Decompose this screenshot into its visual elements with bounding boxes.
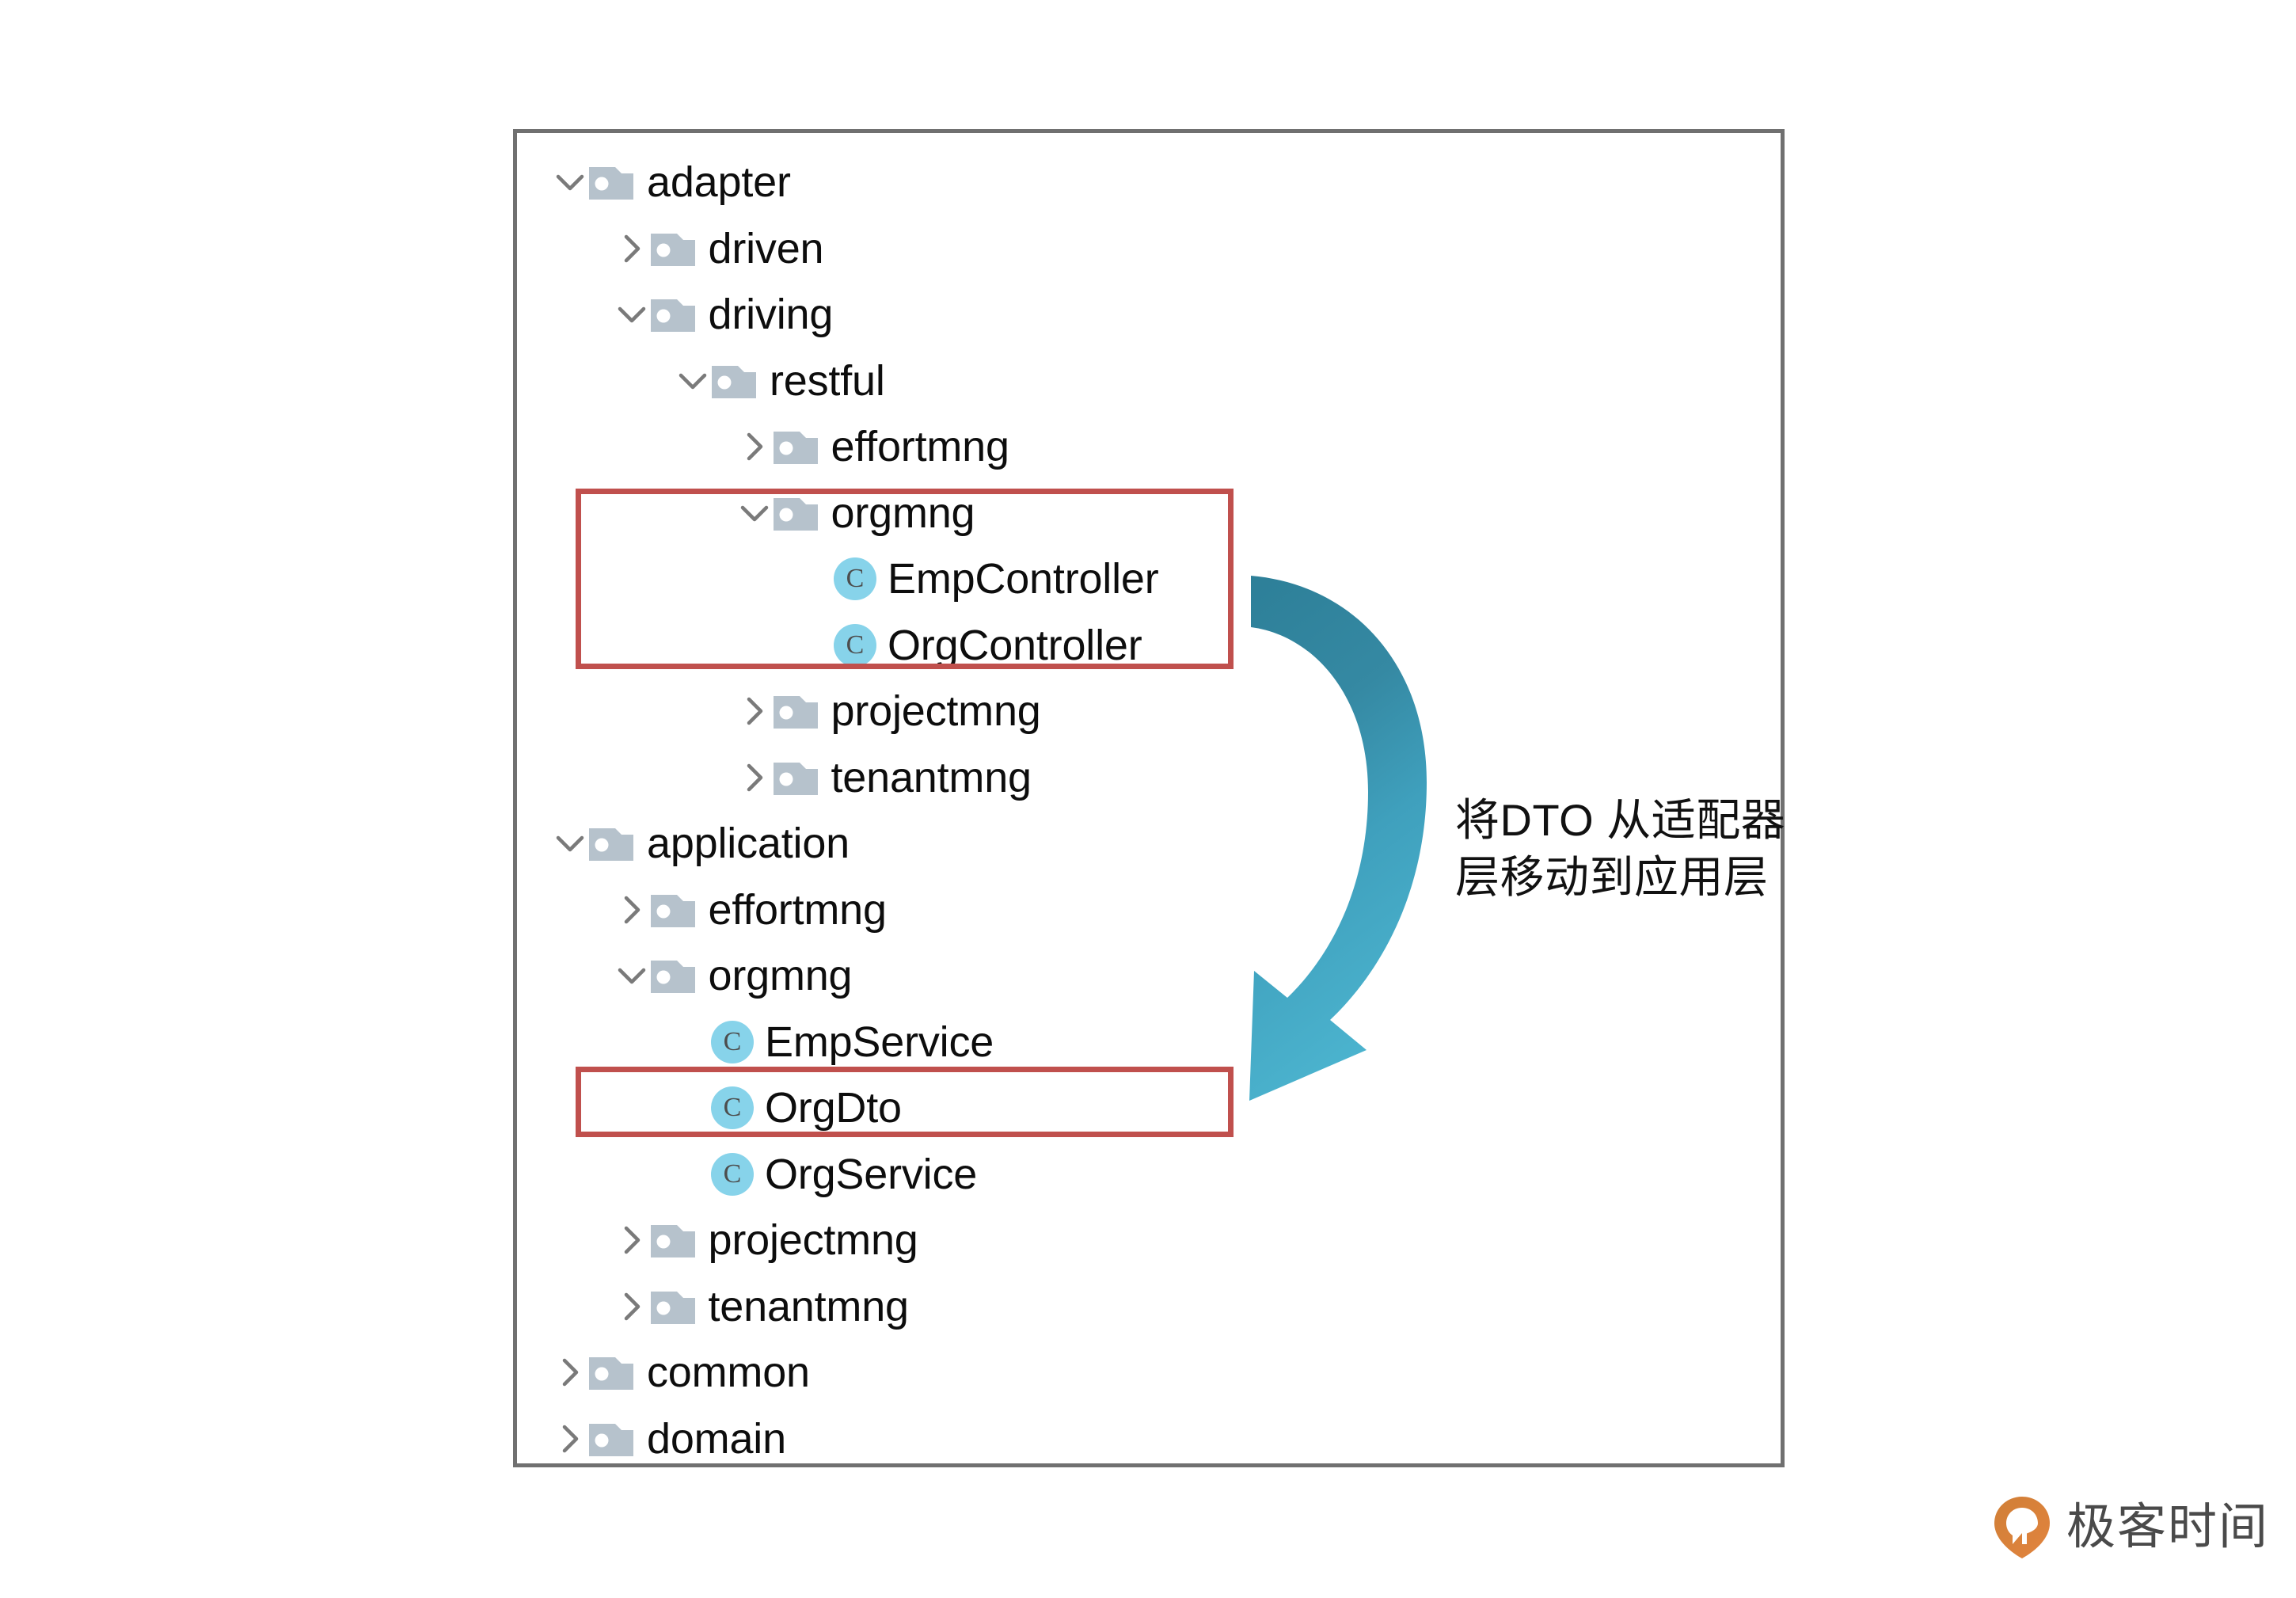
chevron-right-icon[interactable]	[552, 1354, 588, 1391]
tree-node-label: EmpService	[765, 1018, 994, 1066]
java-class-icon: C	[711, 1152, 754, 1196]
chevron-right-icon[interactable]	[736, 428, 773, 465]
tree-node-tenantmng[interactable]: tenantmng	[736, 744, 1032, 811]
tree-node-label: EmpController	[888, 555, 1159, 603]
tree-node-label: tenantmng	[831, 753, 1032, 801]
folder-icon	[650, 296, 696, 333]
tree-node-label: driving	[708, 291, 834, 338]
folder-icon	[588, 1354, 634, 1391]
chevron-down-icon[interactable]	[736, 495, 773, 531]
annotation-line-2: 层移动到应用层	[1455, 851, 1769, 902]
chevron-right-icon[interactable]	[552, 1421, 588, 1457]
geektime-pin-icon	[1994, 1497, 2050, 1558]
tree-node-effortmng[interactable]: effortmng	[736, 413, 1009, 480]
folder-icon	[650, 230, 696, 267]
tree-node-restful[interactable]: restful	[675, 348, 885, 414]
tree-node-label: OrgController	[888, 621, 1142, 669]
chevron-down-icon[interactable]	[675, 363, 711, 399]
tree-node-empservice[interactable]: C EmpService	[675, 1009, 994, 1075]
brand-logo: 极客时间	[1994, 1495, 2269, 1560]
folder-icon	[588, 164, 634, 200]
tree-node-label: common	[647, 1349, 810, 1396]
annotation-text: 将DTO 从适配器 层移动到应用层	[1455, 792, 1788, 905]
tree-node-label: restful	[770, 356, 885, 405]
tree-node-orgmng[interactable]: orgmng	[614, 942, 853, 1009]
chevron-spacer	[675, 1024, 711, 1060]
tree-node-label: OrgService	[765, 1150, 978, 1198]
tree-node-label: driven	[708, 224, 824, 272]
annotation-line-1: 将DTO 从适配器	[1455, 795, 1786, 845]
tree-node-common[interactable]: common	[552, 1339, 810, 1406]
tree-node-effortmng[interactable]: effortmng	[614, 877, 887, 943]
tree-node-orgmng[interactable]: orgmng	[736, 480, 975, 546]
brand-wordmark: 极客时间	[2066, 1500, 2270, 1554]
tree-node-application[interactable]: application	[552, 810, 850, 877]
folder-icon	[773, 759, 819, 796]
tree-node-label: projectmng	[708, 1216, 918, 1264]
folder-icon	[773, 428, 819, 465]
project-tree-panel: adapter driven driving restful effortmng orgm…	[513, 129, 1785, 1467]
chevron-right-icon[interactable]	[614, 1288, 650, 1325]
folder-icon	[588, 825, 634, 862]
java-class-icon: C	[834, 623, 876, 667]
tree-node-label: domain	[647, 1414, 786, 1463]
folder-icon	[711, 363, 757, 399]
folder-icon	[773, 693, 819, 729]
tree-node-orgcontroller[interactable]: C OrgController	[797, 612, 1142, 679]
tree-node-label: OrgDto	[765, 1084, 902, 1132]
java-class-icon: C	[834, 557, 876, 600]
tree-node-label: orgmng	[708, 952, 853, 999]
chevron-down-icon[interactable]	[614, 957, 650, 994]
chevron-spacer	[675, 1156, 711, 1193]
tree-node-adapter[interactable]: adapter	[552, 149, 791, 215]
chevron-right-icon[interactable]	[736, 759, 773, 796]
chevron-right-icon[interactable]	[614, 230, 650, 267]
tree-node-label: tenantmng	[708, 1282, 910, 1330]
target-highlight	[576, 1067, 1234, 1137]
source-highlight	[576, 489, 1234, 669]
chevron-right-icon[interactable]	[736, 693, 773, 729]
tree-node-tenantmng[interactable]: tenantmng	[614, 1273, 909, 1340]
java-class-icon: C	[711, 1020, 754, 1063]
tree-node-projectmng[interactable]: projectmng	[736, 678, 1041, 744]
folder-icon	[650, 1222, 696, 1258]
tree-node-driving[interactable]: driving	[614, 281, 834, 348]
tree-node-driven[interactable]: driven	[614, 215, 824, 282]
tree-node-domain[interactable]: domain	[552, 1406, 786, 1472]
tree-node-label: effortmng	[831, 423, 1010, 470]
chevron-down-icon[interactable]	[552, 164, 588, 200]
tree-node-empcontroller[interactable]: C EmpController	[797, 546, 1159, 612]
tree-node-label: adapter	[647, 158, 791, 206]
tree-node-label: orgmng	[831, 489, 975, 537]
folder-icon	[650, 892, 696, 928]
folder-icon	[773, 495, 819, 531]
chevron-right-icon[interactable]	[614, 1222, 650, 1258]
chevron-down-icon[interactable]	[552, 825, 588, 862]
folder-icon	[588, 1421, 634, 1457]
java-class-icon: C	[711, 1086, 754, 1129]
folder-icon	[650, 957, 696, 994]
tree-node-label: projectmng	[831, 687, 1041, 735]
chevron-right-icon[interactable]	[614, 892, 650, 928]
tree-node-projectmng[interactable]: projectmng	[614, 1207, 918, 1273]
tree-node-label: application	[647, 820, 850, 867]
chevron-down-icon[interactable]	[614, 296, 650, 333]
folder-icon	[650, 1288, 696, 1325]
tree-node-label: effortmng	[708, 885, 888, 934]
tree-node-orgdto[interactable]: C OrgDto	[675, 1075, 902, 1141]
